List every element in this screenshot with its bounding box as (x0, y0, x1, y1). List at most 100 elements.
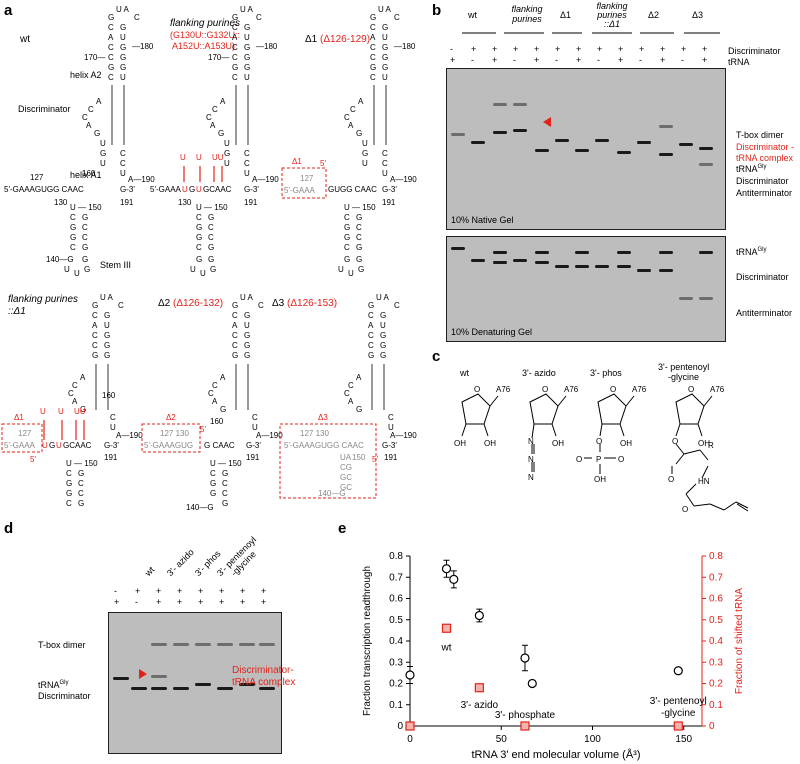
gel-band (555, 265, 569, 268)
panel-a: wt flanking purines (G130U::G132U:: A152… (0, 0, 430, 520)
y-axis-label-right: Fraction of shifted tRNA (734, 588, 745, 694)
gel-band (195, 643, 211, 646)
svg-text:G: G (370, 63, 376, 72)
svg-text:G: G (380, 331, 386, 340)
gel-band (595, 139, 609, 142)
svg-text:C: C (388, 413, 394, 422)
svg-text:C: C (120, 159, 126, 168)
svg-text:140—G: 140—G (318, 489, 346, 498)
svg-text:G: G (196, 233, 202, 242)
svg-text:C: C (344, 213, 350, 222)
svg-text:U — 150: U — 150 (210, 459, 242, 468)
gel-band (173, 643, 189, 646)
readthrough-point (520, 653, 530, 663)
row-label-disc: Discriminator (728, 46, 781, 56)
svg-text:UU: UU (212, 153, 224, 162)
trna-sign: - (513, 55, 516, 65)
gel-band (259, 643, 275, 646)
gel-band (493, 103, 507, 106)
gel-band (575, 251, 589, 254)
gel-band (217, 643, 233, 646)
native-label-tbox: T-box dimer (736, 130, 784, 140)
svg-text:G: G (382, 23, 388, 32)
flanking-mut-2: A152U::A153U) (172, 41, 236, 51)
denat-gel-label: 10% Denaturing Gel (451, 327, 533, 337)
y-tick-label-right: 0.5 (709, 615, 723, 626)
svg-text:C: C (382, 159, 388, 168)
lane-label-delta1: Δ1 (560, 10, 572, 20)
svg-text:A—190: A—190 (390, 175, 417, 184)
svg-text:UU: UU (74, 407, 86, 416)
svg-text:C: C (222, 479, 228, 488)
d-right-complex-1: Discriminator- (232, 665, 294, 676)
svg-text:U: U (56, 441, 62, 450)
svg-text:G-3': G-3' (246, 441, 261, 450)
svg-text:C: C (70, 213, 76, 222)
svg-text:A: A (210, 121, 216, 130)
svg-text:C: C (344, 243, 350, 252)
disc-sign: + (639, 44, 645, 54)
svg-text:G: G (244, 23, 250, 32)
native-label-complex-1: Discriminator - (736, 142, 795, 152)
svg-text:U: U (182, 185, 188, 194)
gel-band (699, 251, 713, 254)
svg-text:127 130: 127 130 (300, 429, 329, 438)
ring-o-label: O (542, 385, 548, 394)
readthrough-point (527, 678, 537, 689)
svg-text:C: C (368, 331, 374, 340)
c-label-phos: 3'- phos (590, 368, 622, 378)
gel-band (617, 265, 631, 268)
gel-band (151, 643, 167, 646)
svg-text:A: A (108, 33, 114, 42)
wt-title: wt (20, 34, 30, 45)
gel-band (617, 151, 631, 154)
readthrough-point (405, 670, 415, 680)
svg-text:GC: GC (340, 483, 352, 492)
panel-label-b: b (432, 2, 442, 19)
phos-p-label: P (596, 455, 601, 464)
gel-band (659, 125, 673, 128)
svg-text:G: G (356, 255, 362, 264)
svg-text:5'-GAAAGUG: 5'-GAAAGUG (144, 441, 193, 450)
svg-text:G-3': G-3' (244, 185, 259, 194)
svg-text:5': 5' (372, 455, 378, 464)
svg-text:U: U (224, 139, 230, 148)
svg-text:C: C (232, 43, 238, 52)
y-tick-label-left: 0 (397, 721, 403, 732)
svg-text:U A: U A (116, 5, 130, 14)
svg-text:U: U (382, 73, 388, 82)
svg-text:G: G (244, 63, 250, 72)
svg-text:G: G (232, 13, 238, 22)
gel-band (471, 259, 485, 262)
gel-band (471, 141, 485, 144)
svg-text:C: C (72, 381, 78, 390)
svg-text:127: 127 (300, 174, 314, 183)
svg-text:C: C (370, 23, 376, 32)
svg-text:5'-GAAA: 5'-GAAA (4, 441, 36, 450)
svg-text:U: U (362, 139, 368, 148)
svg-text:U: U (380, 321, 386, 330)
svg-text:U: U (190, 265, 196, 274)
helix-a1-label: helix A1 (70, 170, 102, 180)
svg-text:C: C (108, 73, 114, 82)
svg-text:C: C (70, 243, 76, 252)
panel-d: wt 3'- azido 3'- phos 3'- pentenoyl -gly… (0, 520, 335, 764)
svg-text:C: C (196, 243, 202, 252)
svg-text:C: C (368, 341, 374, 350)
c-label-azido: 3'- azido (522, 368, 556, 378)
svg-text:U: U (200, 269, 206, 278)
d-col-wt: wt (142, 564, 157, 578)
svg-text:191: 191 (244, 198, 258, 207)
svg-text:A: A (220, 373, 226, 382)
disc-sign: + (576, 44, 582, 54)
oh-label: OH (620, 439, 632, 448)
gel-band (131, 687, 147, 690)
svg-text:G: G (196, 223, 202, 232)
c-label-pentenoyl: 3'- pentenoyl (658, 362, 710, 372)
svg-text:G: G (232, 63, 238, 72)
svg-text:U A: U A (240, 5, 254, 14)
svg-text:U: U (244, 169, 250, 178)
lane-label-delta2: Δ2 (648, 10, 660, 20)
